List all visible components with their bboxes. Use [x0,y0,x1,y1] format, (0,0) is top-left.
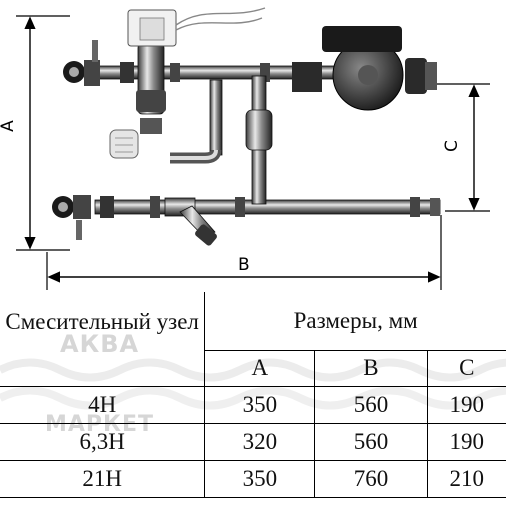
row-value-c: 190 [426,385,506,423]
header-sizes: Размеры, мм [204,292,506,350]
table-subheader-row: A B C [0,349,506,386]
dimension-c-label: C [441,140,462,152]
strainer [164,197,217,246]
table-row: 4H 350 560 190 [0,385,506,423]
dimension-b-label: B [238,255,250,275]
mixing-valve [109,7,266,159]
bypass-pipes [170,75,273,205]
row-name: 21H [0,459,205,498]
header-mixing-unit: Смесительный узел [5,309,199,334]
dimensions-table: Смесительный узел Размеры, мм A B C 4H 3… [0,292,506,498]
row-value-b: 560 [314,422,427,460]
row-value-c: 190 [426,422,506,460]
row-value-a: 320 [204,422,315,460]
column-b-header: B [314,349,427,386]
row-value-b: 560 [314,385,427,423]
row-value-a: 350 [204,385,315,423]
row-name: 6,3H [0,422,205,460]
return-pipe [94,196,441,218]
row-value-c: 210 [426,459,506,498]
row-name: 4H [0,385,205,423]
dimension-b [46,215,442,290]
table-row: 6,3H 320 560 190 [0,422,506,460]
row-value-a: 350 [204,459,315,498]
dimension-a-label: A [0,120,18,132]
table-header-row: Смесительный узел Размеры, мм [0,292,506,350]
mixing-unit-diagram: A B C [0,7,490,290]
circulation-pump [292,26,437,111]
mixing-unit-drawing [16,7,490,290]
table-row: 21H 350 760 210 [0,459,506,498]
column-a-header: A [204,349,315,386]
column-c-header: C [426,349,506,386]
dimension-a [16,15,70,251]
inlet-fittings [52,40,100,240]
row-value-b: 760 [314,459,427,498]
